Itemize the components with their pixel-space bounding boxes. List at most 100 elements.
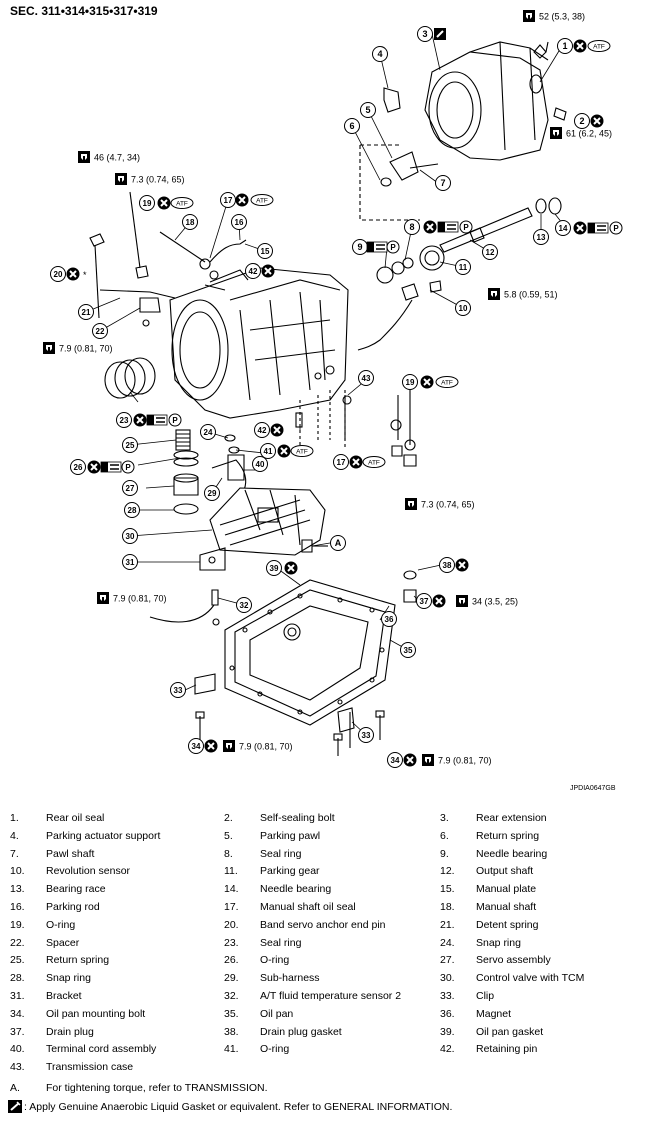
callout-27: 27 [122, 480, 138, 496]
torque-wrench-icon [422, 754, 434, 766]
legend-item: 31.Bracket [10, 990, 82, 1002]
legend-item-number: 28. [10, 972, 25, 985]
callout-7: 7 [435, 175, 451, 191]
legend-item-number: 16. [10, 900, 25, 913]
svg-text:41: 41 [264, 447, 273, 456]
legend-item-number: 25. [10, 954, 25, 967]
legend-item: 29.Sub-harness [224, 972, 320, 984]
legend-item-number: 8. [224, 847, 233, 860]
legend-item-number: 34. [10, 1007, 25, 1020]
legend-item-number: 27. [440, 954, 455, 967]
legend-item-number: 10. [10, 865, 25, 878]
legend-item-number: 32. [224, 989, 239, 1002]
callout-5: 5 [360, 102, 376, 118]
legend-item-number: 6. [440, 829, 449, 842]
legend-item-label: Detent spring [476, 918, 539, 931]
callout-4: 4 [372, 46, 388, 62]
svg-text:6: 6 [349, 121, 354, 131]
legend-item-number: 38. [224, 1025, 239, 1038]
svg-text:61 (6.2, 45): 61 (6.2, 45) [566, 129, 612, 139]
legend-item-number: 11. [224, 865, 238, 878]
legend-item-label: Drain plug [46, 1025, 94, 1038]
legend-item-label: Retaining pin [476, 1043, 538, 1056]
legend-item: 32.A/T fluid temperature sensor 2 [224, 990, 401, 1002]
callout-21: 21 [78, 304, 94, 320]
legend-item-label: Parking actuator support [46, 829, 161, 842]
svg-text:34: 34 [391, 756, 400, 765]
note-a: A.For tightening torque, refer to TRANSM… [10, 1082, 268, 1094]
legend-item-number: 7. [10, 847, 19, 860]
callout-1: 1 [557, 38, 573, 54]
svg-text:30: 30 [126, 532, 135, 541]
legend-item-label: Output shaft [476, 865, 534, 878]
svg-text:18: 18 [186, 218, 195, 227]
svg-text:20: 20 [54, 270, 63, 279]
torque-labels: 52 (5.3, 38)61 (6.2, 45)46 (4.7, 34)7.3 … [43, 10, 612, 766]
legend-item-label: O-ring [46, 918, 76, 931]
svg-text:33: 33 [174, 686, 183, 695]
callout-9: 9 [352, 239, 368, 255]
svg-text:31: 31 [126, 558, 135, 567]
callout-a: A [330, 535, 346, 551]
legend-item-label: Return spring [476, 829, 540, 842]
legend-item-number: 21. [440, 918, 455, 931]
svg-text:4: 4 [377, 49, 382, 59]
figure-id: JPDIA0647GB [570, 785, 616, 792]
svg-text:46 (4.7, 34): 46 (4.7, 34) [94, 153, 140, 163]
note-a-num: A. [10, 1082, 20, 1094]
legend-item-label: Return spring [46, 954, 110, 967]
legend-item-label: Parking pawl [260, 829, 321, 842]
svg-text:7.3 (0.74, 65): 7.3 (0.74, 65) [421, 500, 475, 510]
svg-text:10: 10 [459, 304, 468, 313]
callout-32: 32 [236, 597, 252, 613]
torque-spec-t79c: 7.9 (0.81, 70) [223, 740, 293, 752]
legend-item-label: Servo assembly [476, 954, 551, 967]
legend-item-number: 9. [440, 847, 449, 860]
legend-item: 16.Parking rod [10, 901, 100, 913]
legend-item: 2.Self-sealing bolt [224, 812, 335, 824]
svg-text:7: 7 [440, 178, 445, 188]
legend-item: 10.Revolution sensor [10, 865, 130, 877]
legend-item-label: Snap ring [476, 936, 521, 949]
callout-25: 25 [122, 437, 138, 453]
svg-text:5.8 (0.59, 51): 5.8 (0.59, 51) [504, 290, 558, 300]
svg-text:38: 38 [443, 561, 452, 570]
legend-item: 24.Snap ring [440, 937, 521, 949]
svg-text:7.9 (0.81, 70): 7.9 (0.81, 70) [59, 344, 113, 354]
torque-spec-t73a: 7.3 (0.74, 65) [115, 173, 185, 185]
callout-23: 23 [116, 412, 132, 428]
callout-41: 41 [260, 443, 276, 459]
legend-item-number: 23. [224, 936, 239, 949]
legend-item-label: Sub-harness [260, 972, 320, 985]
legend-item-number: 13. [10, 883, 25, 896]
torque-spec-t79b: 7.9 (0.81, 70) [97, 592, 167, 604]
legend-item-label: Manual shaft [476, 900, 537, 913]
legend-item: 18.Manual shaft [440, 901, 536, 913]
legend-item-number: 39. [440, 1025, 455, 1038]
legend-item-number: 15. [440, 883, 455, 896]
legend-item: 1.Rear oil seal [10, 812, 104, 824]
torque-spec-t58: 5.8 (0.59, 51) [488, 288, 558, 300]
legend-item: 20.Band servo anchor end pin [224, 919, 386, 931]
callout-3: 3 [417, 26, 433, 42]
callout-16: 16 [231, 214, 247, 230]
exploded-view-diagram: ATF P [43, 10, 623, 768]
legend-item: 6. Return spring [440, 830, 539, 842]
legend-item-label: Self-sealing bolt [260, 812, 335, 824]
callout-24: 24 [200, 424, 216, 440]
legend-item-number: 12. [440, 865, 455, 878]
callout-30: 30 [122, 528, 138, 544]
torque-wrench-icon [488, 288, 500, 300]
svg-text:42: 42 [258, 426, 267, 435]
legend-item-label: Spacer [46, 936, 80, 949]
legend-item: 22.Spacer [10, 937, 79, 949]
svg-text:A: A [335, 538, 342, 548]
legend-item-label: Bracket [46, 989, 82, 1002]
legend-item-number: 35. [224, 1007, 239, 1020]
callout-37: 37 [416, 593, 432, 609]
svg-text:34 (3.5, 25): 34 (3.5, 25) [472, 597, 518, 607]
legend-item-number: 41. [224, 1043, 239, 1056]
